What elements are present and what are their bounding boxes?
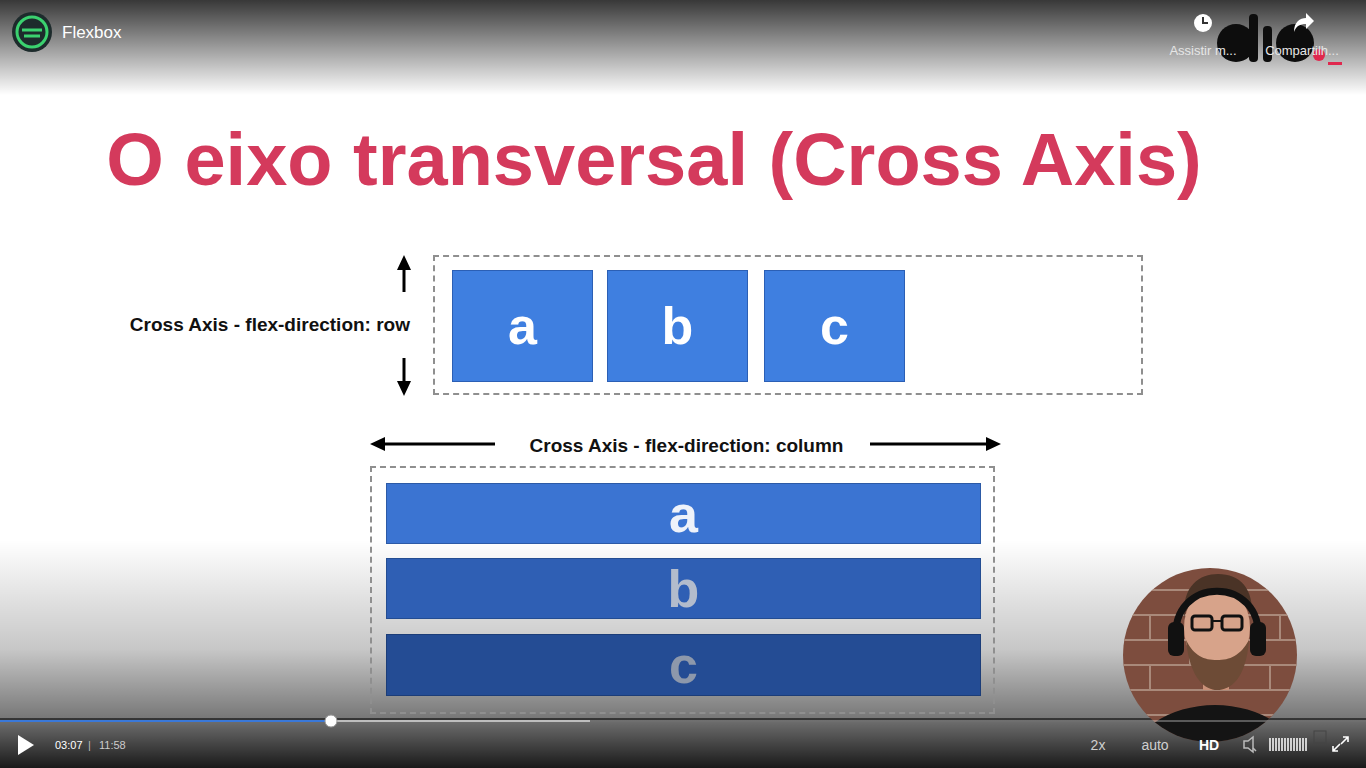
axis-label: Cross Axis - flex-direction: row	[130, 314, 410, 337]
item-letter: b	[662, 300, 694, 352]
item-letter: a	[508, 300, 537, 352]
progress-bar	[0, 715, 1366, 727]
play-icon	[18, 735, 34, 755]
item-letter: a	[669, 488, 698, 540]
slide-title: O eixo transversal (Cross Axis)	[106, 123, 1201, 197]
settings-icon	[1314, 731, 1326, 743]
share-icon	[1294, 13, 1314, 32]
item-letter: c	[820, 300, 849, 352]
duration: 11:58	[99, 740, 126, 751]
watch-later-label: Assistir m...	[1169, 44, 1236, 57]
item-letter: c	[669, 639, 698, 691]
top-shade	[0, 0, 1366, 95]
flex-item: b	[386, 558, 981, 619]
current-time: 03:07	[55, 740, 83, 751]
presenter-webcam	[1120, 565, 1300, 768]
brand-logo	[1217, 14, 1342, 65]
flex-item: c	[386, 634, 981, 696]
video-title: Flexbox	[62, 24, 122, 41]
volume-icon	[1244, 737, 1256, 752]
clock-icon	[1194, 14, 1212, 32]
channel-logo	[12, 12, 52, 52]
flex-item: a	[386, 483, 981, 544]
quality-auto-button: auto	[1141, 738, 1168, 752]
speed-button: 2x	[1091, 738, 1106, 752]
fullscreen-icon	[1333, 737, 1348, 751]
time-separator: |	[88, 740, 91, 751]
axis-arrow	[370, 255, 1001, 451]
share-label: Compartilh...	[1265, 44, 1339, 57]
flex-container: Cross Axis - flex-direction: rowabc	[433, 255, 1143, 395]
volume-level	[1270, 738, 1306, 751]
flex-item: b	[607, 270, 748, 382]
hd-button: HD	[1199, 738, 1219, 752]
axis-label: Cross Axis - flex-direction: column	[530, 435, 844, 458]
flex-item: c	[764, 270, 905, 382]
flex-container: Cross Axis - flex-direction: columnabc	[370, 466, 995, 714]
flex-item: a	[452, 270, 593, 382]
item-letter: b	[668, 563, 700, 615]
